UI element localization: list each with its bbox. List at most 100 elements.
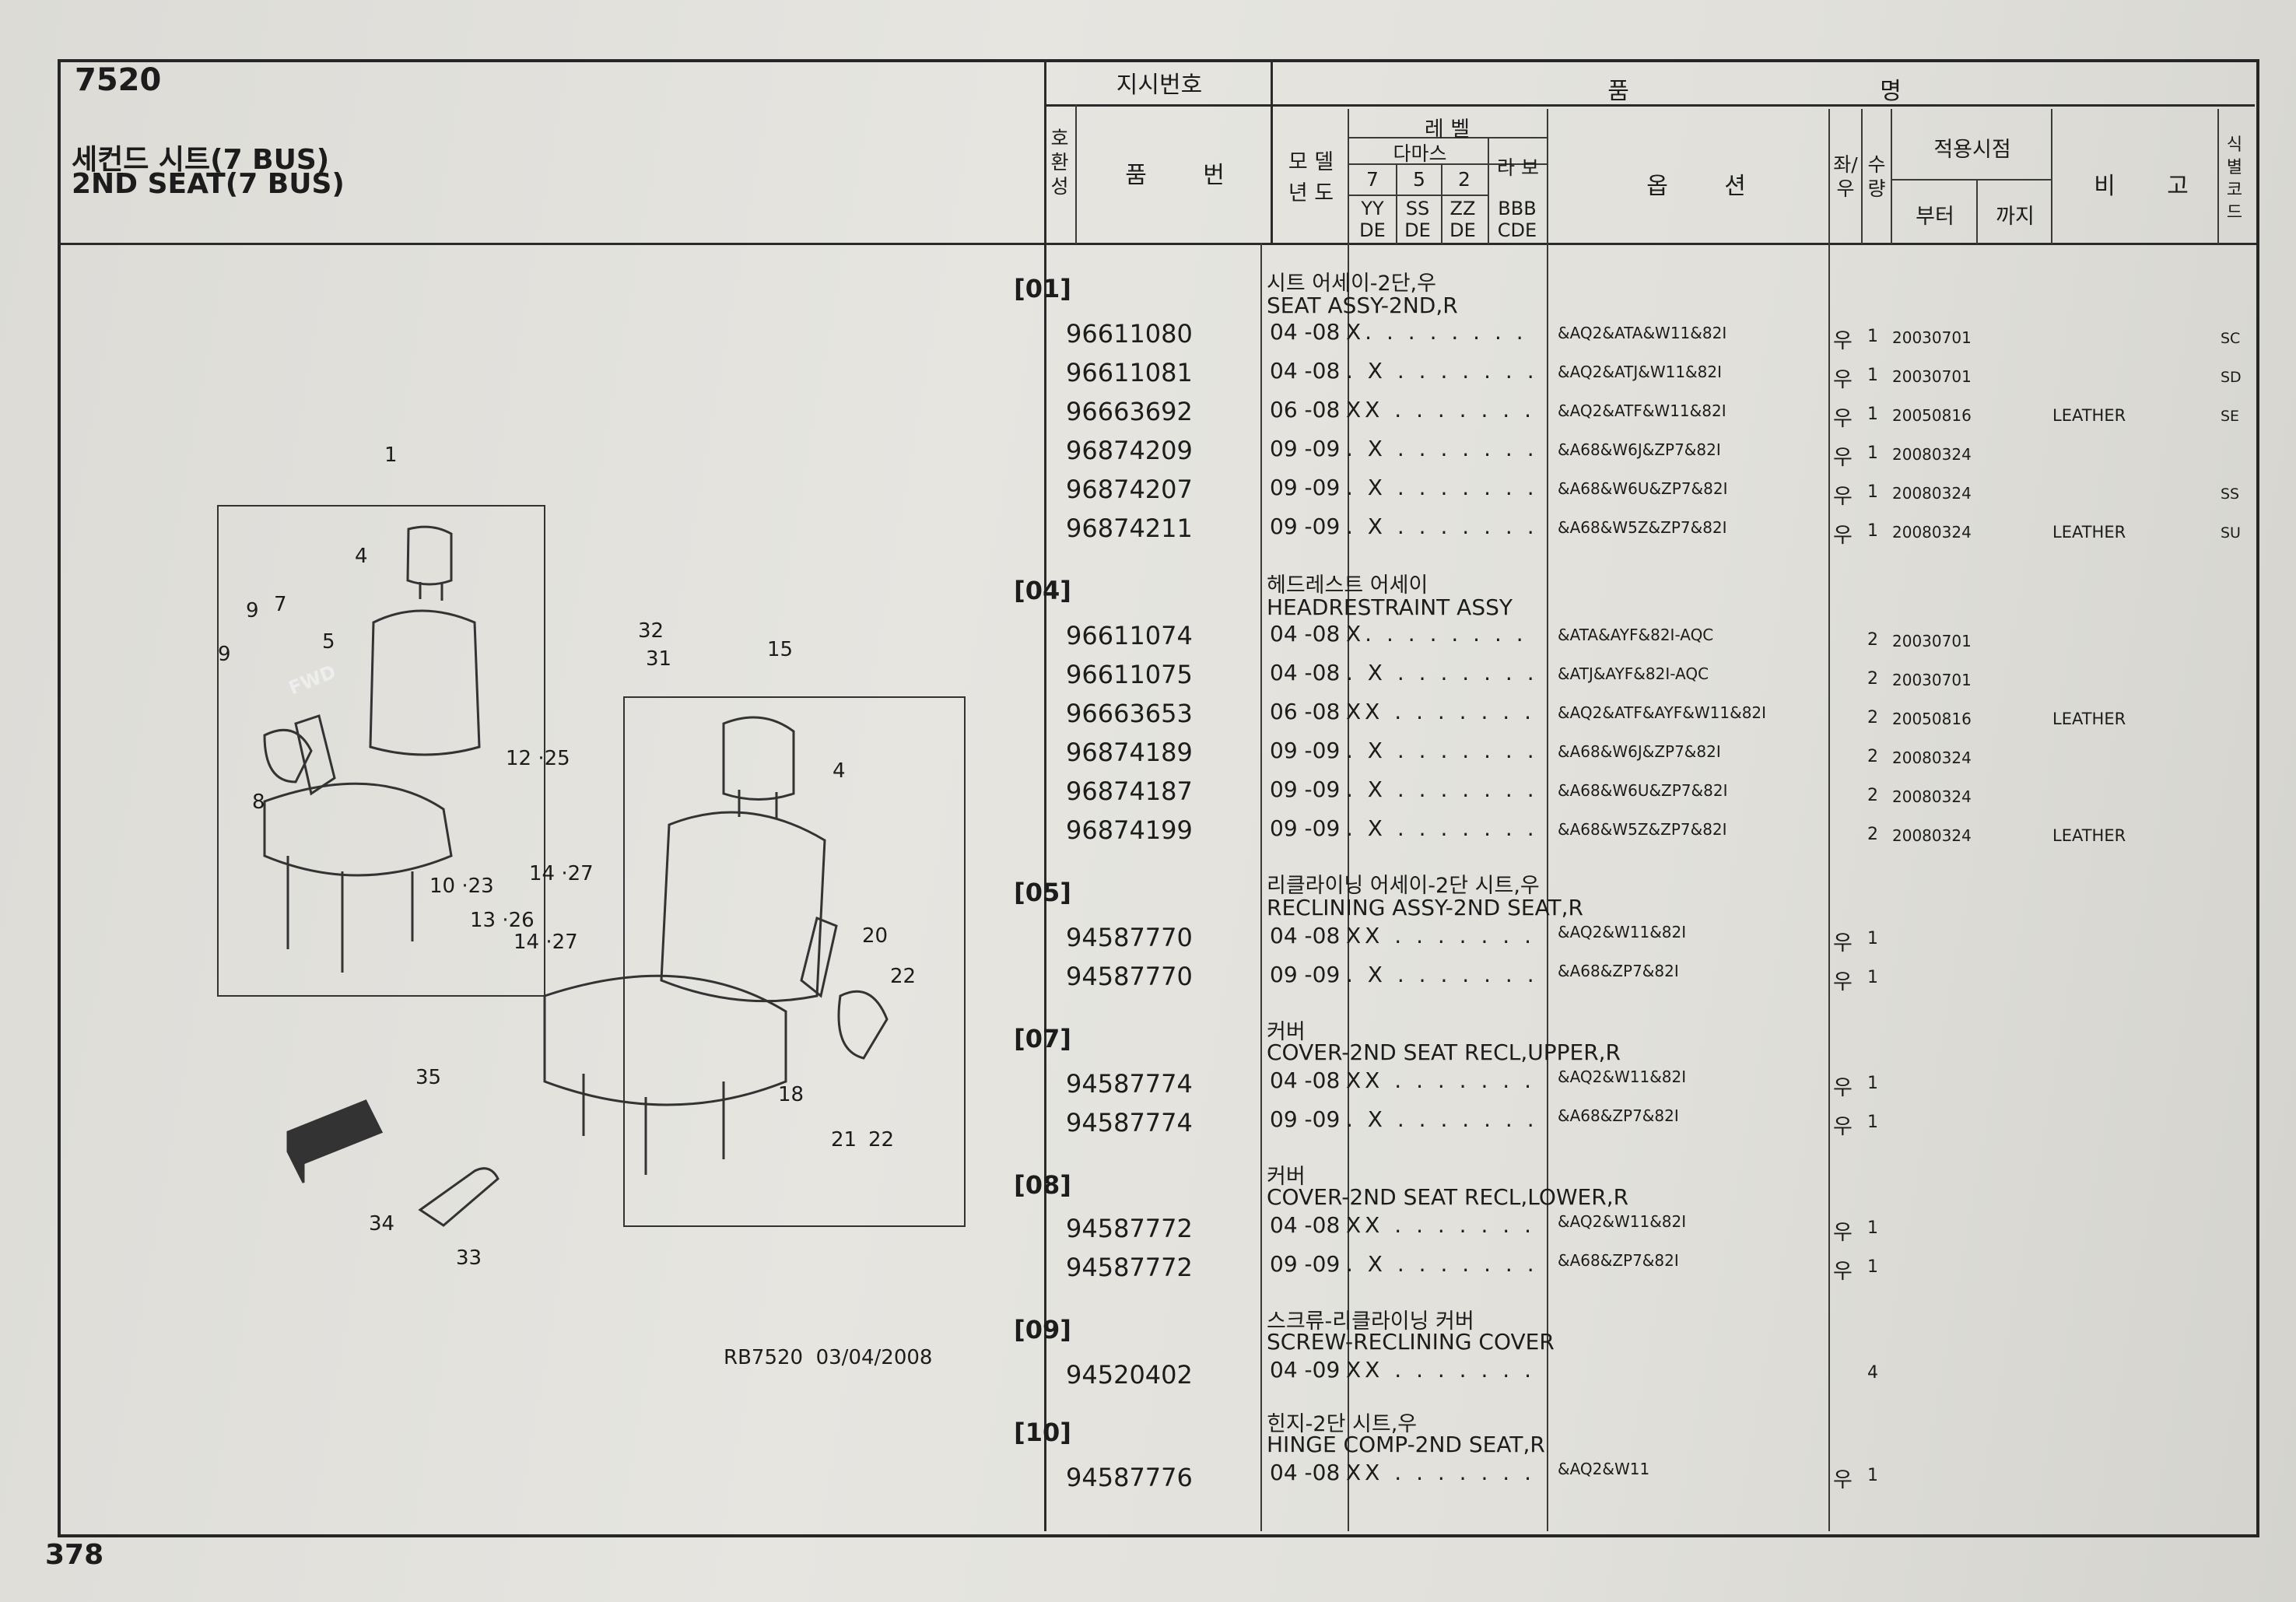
col-line bbox=[1348, 243, 1349, 1531]
group-code: [01] bbox=[1014, 274, 1071, 303]
option-code: &AQ2&W11&82I bbox=[1558, 1212, 1687, 1231]
callout-21: 21 bbox=[831, 1128, 857, 1152]
apply-from: 20080324 bbox=[1892, 445, 1972, 464]
right-seat-drawing bbox=[543, 716, 889, 1175]
apply-from: 20030701 bbox=[1892, 328, 1972, 347]
quantity: 1 bbox=[1867, 443, 1878, 463]
model-years: 06 -08 bbox=[1270, 699, 1341, 724]
page-number: 378 bbox=[45, 1539, 104, 1571]
callout-34: 34 bbox=[369, 1212, 395, 1236]
title-english: 2ND SEAT(7 BUS) bbox=[72, 168, 345, 200]
left-seat-drawing bbox=[263, 525, 481, 973]
apply-from: 20080324 bbox=[1892, 826, 1972, 845]
apply-from: 20050816 bbox=[1892, 710, 1972, 728]
group-name-en: HEADRESTRAINT ASSY bbox=[1267, 594, 1513, 620]
callout-5: 5 bbox=[322, 630, 335, 654]
callout-32: 32 bbox=[638, 619, 664, 643]
model-years: 09 -09 bbox=[1270, 776, 1341, 802]
page-frame bbox=[58, 59, 2259, 1537]
model-years: 04 -08 bbox=[1270, 1460, 1341, 1485]
callout-14-27b: 14 ·27 bbox=[514, 931, 578, 954]
apply-from: 20080324 bbox=[1892, 748, 1972, 767]
group-name-ko: 스크류-리클라이닝 커버 bbox=[1267, 1309, 1474, 1334]
group-name-ko: 시트 어세이-2단,우 bbox=[1267, 272, 1436, 296]
part-number: 96611080 bbox=[1066, 319, 1193, 349]
col-line bbox=[2051, 109, 2052, 244]
col-to: 까지 bbox=[1996, 205, 2035, 229]
group-name-en: RECLINING ASSY-2ND SEAT,R bbox=[1267, 895, 1584, 920]
level-marks: . X . . . . . . . bbox=[1346, 660, 1538, 685]
quantity: 2 bbox=[1867, 669, 1878, 689]
part-number: 94520402 bbox=[1066, 1360, 1193, 1390]
group-name-ko: 리클라이닝 어세이-2단 시트,우 bbox=[1267, 874, 1540, 898]
quantity: 1 bbox=[1867, 929, 1878, 948]
model-years: 06 -08 bbox=[1270, 397, 1341, 422]
col-from: 부터 bbox=[1916, 205, 1954, 229]
group-name-ko: 커버 bbox=[1267, 1165, 1306, 1189]
option-code: &AQ2&ATA&W11&82I bbox=[1558, 324, 1727, 342]
part-number: 96611081 bbox=[1066, 358, 1193, 387]
col-line bbox=[1828, 109, 1830, 1531]
quantity: 2 bbox=[1867, 825, 1878, 844]
col-option-1: 옵 bbox=[1646, 173, 1668, 200]
model-years: 09 -09 bbox=[1270, 1106, 1341, 1132]
group-code: [05] bbox=[1014, 878, 1071, 907]
option-code: &AQ2&W11 bbox=[1558, 1460, 1650, 1478]
option-code: &A68&ZP7&82I bbox=[1558, 1251, 1679, 1270]
col-line bbox=[1260, 243, 1262, 1531]
callout-31: 31 bbox=[646, 647, 672, 671]
group-name-en: HINGE COMP-2ND SEAT,R bbox=[1267, 1432, 1545, 1457]
callout-10-23: 10 ·23 bbox=[429, 875, 494, 898]
col-level-2: 2 bbox=[1458, 168, 1470, 191]
quantity: 1 bbox=[1867, 1257, 1878, 1277]
id-code: SU bbox=[2221, 524, 2241, 542]
option-code: &ATJ&AYF&82I-AQC bbox=[1558, 664, 1709, 683]
part-number: 94587774 bbox=[1066, 1069, 1193, 1099]
col-level-2-code: ZZ DE bbox=[1449, 198, 1476, 241]
group-code: [07] bbox=[1014, 1024, 1071, 1053]
col-line bbox=[1075, 104, 1077, 244]
level-rule bbox=[1348, 137, 1547, 138]
bracket-33 bbox=[418, 1167, 500, 1227]
model-years: 09 -09 bbox=[1270, 815, 1341, 841]
group-code: [04] bbox=[1014, 576, 1071, 605]
side: 우 bbox=[1833, 524, 1853, 548]
col-damas: 다마스 bbox=[1393, 142, 1447, 165]
side: 우 bbox=[1833, 1260, 1853, 1284]
side: 우 bbox=[1833, 407, 1853, 431]
group-code: [09] bbox=[1014, 1315, 1071, 1344]
part-number: 96663653 bbox=[1066, 699, 1193, 728]
left-seat-frame bbox=[217, 505, 545, 997]
level-marks: . X . . . . . . . bbox=[1346, 436, 1538, 461]
group-name-en: COVER-2ND SEAT RECL,UPPER,R bbox=[1267, 1039, 1621, 1065]
quantity: 1 bbox=[1867, 1218, 1878, 1238]
level-marks: X. . . . . . . . bbox=[1346, 621, 1527, 647]
callout-9b: 9 bbox=[218, 643, 231, 666]
model-years: 09 -09 bbox=[1270, 1251, 1341, 1277]
callout-7: 7 bbox=[274, 593, 287, 616]
level-rule bbox=[1348, 163, 1547, 165]
model-years: 04 -08 bbox=[1270, 660, 1341, 685]
option-code: &AQ2&ATJ&W11&82I bbox=[1558, 363, 1722, 381]
level-marks: XX . . . . . . . bbox=[1346, 1212, 1535, 1238]
col-modelyear-1: 모 델 bbox=[1288, 150, 1334, 174]
side: 우 bbox=[1833, 1468, 1853, 1492]
side: 우 bbox=[1833, 970, 1853, 994]
side: 우 bbox=[1833, 329, 1853, 353]
col-labo-code: BBB CDE bbox=[1497, 198, 1537, 241]
part-number: 96874211 bbox=[1066, 514, 1193, 543]
level-marks: XX . . . . . . . bbox=[1346, 923, 1535, 948]
callout-12-25: 12 ·25 bbox=[506, 747, 570, 770]
group-name-ko: 힌지-2단 시트,우 bbox=[1267, 1412, 1418, 1436]
group-name-ko: 헤드레스트 어세이 bbox=[1267, 573, 1428, 598]
model-years: 04 -08 bbox=[1270, 1067, 1341, 1093]
callout-18: 18 bbox=[778, 1083, 804, 1106]
model-years: 09 -09 bbox=[1270, 514, 1341, 539]
col-line bbox=[1396, 163, 1397, 244]
callout-22b: 22 bbox=[868, 1128, 895, 1152]
diagram-table-divider bbox=[1044, 59, 1046, 1531]
model-years: 09 -09 bbox=[1270, 475, 1341, 500]
col-line bbox=[1547, 109, 1548, 1531]
col-level-5-code: SS DE bbox=[1404, 198, 1431, 241]
col-line bbox=[1441, 163, 1442, 244]
